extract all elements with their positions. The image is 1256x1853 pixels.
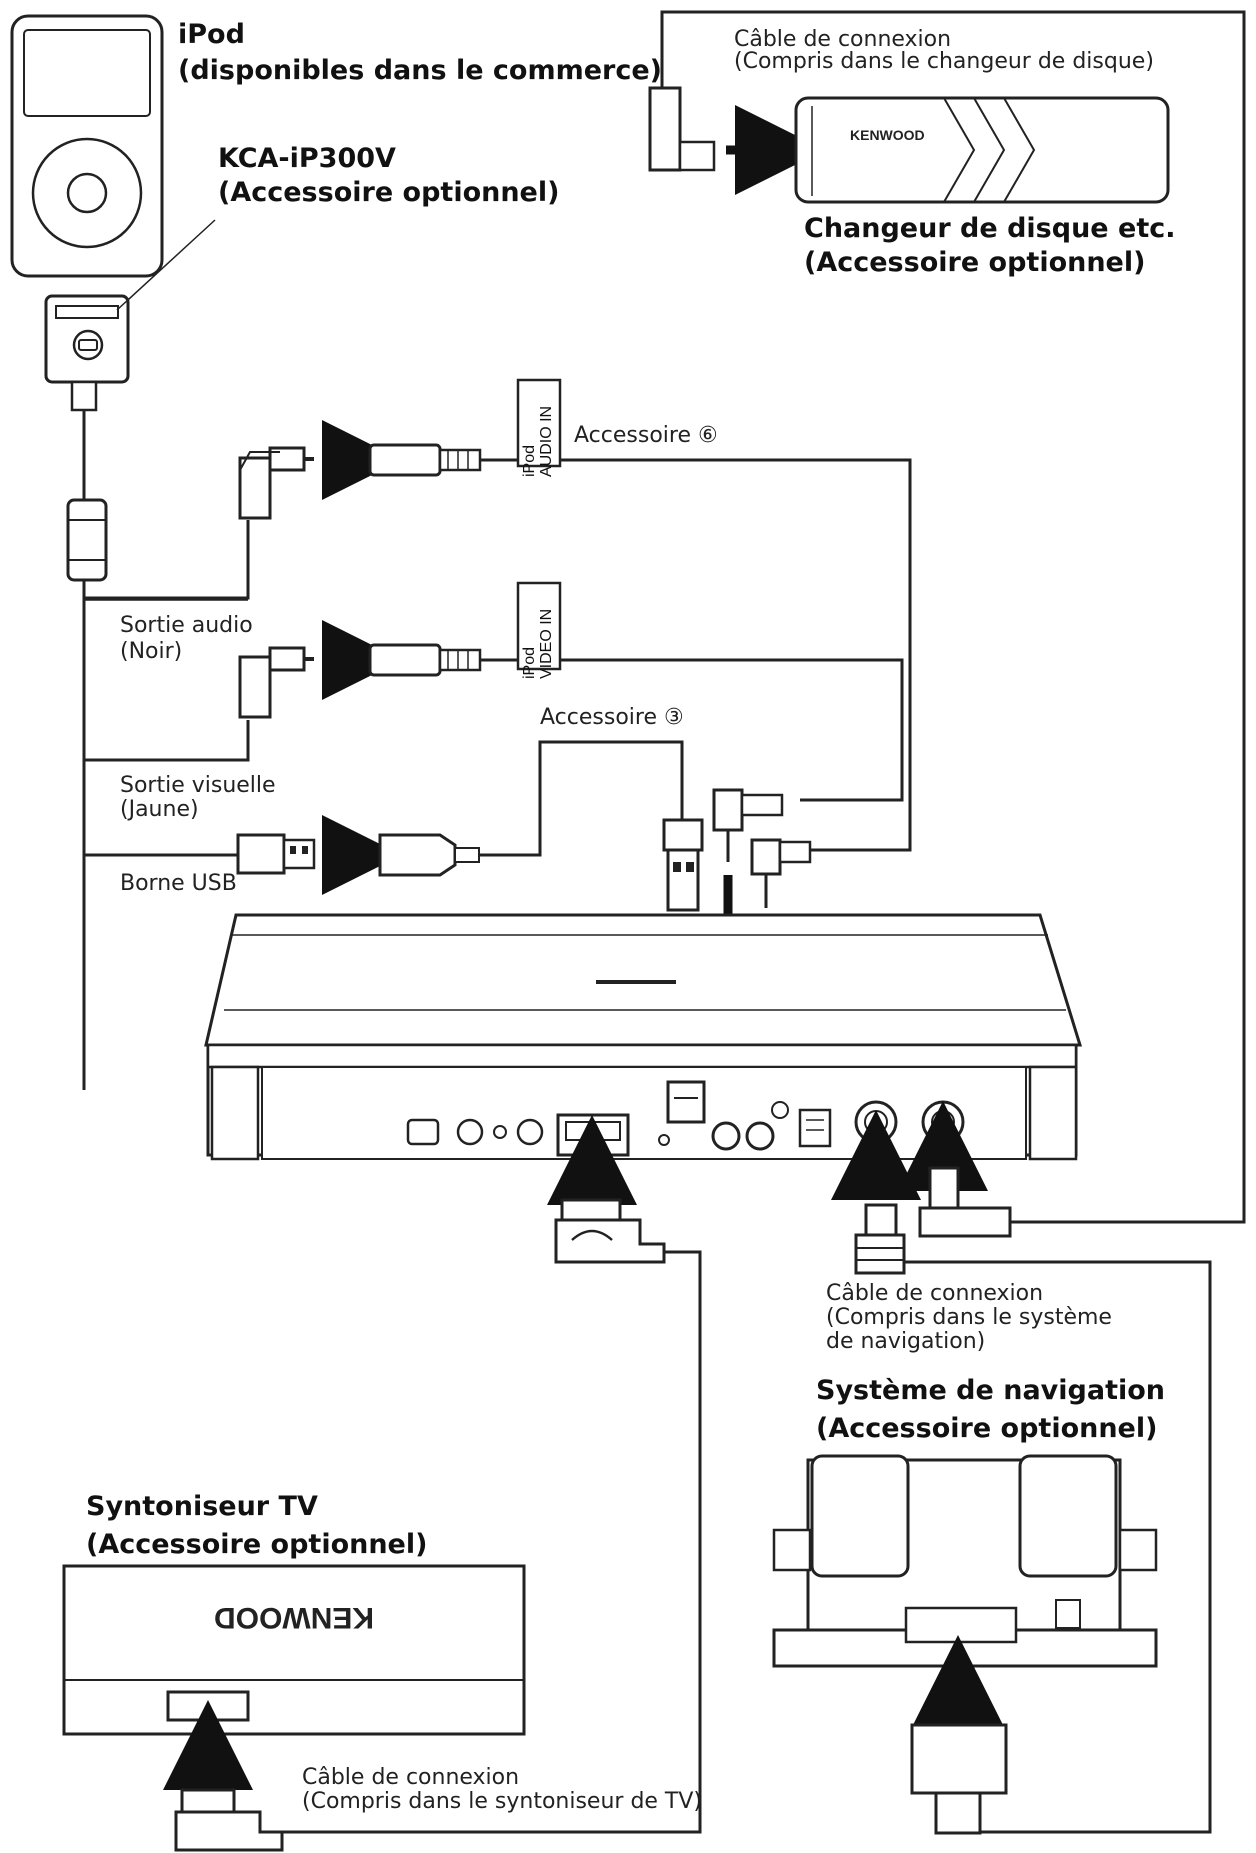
changer-cable-label: Câble de connexion: [734, 27, 952, 52]
accessory-6-label: Accessoire ⑥: [574, 423, 718, 448]
audio-in-socket: [368, 378, 912, 852]
usb-terminal-label: Borne USB: [120, 871, 237, 896]
nav-cable-connector-top: [854, 1203, 1212, 1834]
usb-extension: [378, 740, 704, 912]
nav-cable-label: Câble de connexion: [826, 1281, 1044, 1306]
changer-logo: KENWOOD: [850, 127, 925, 143]
video-in-socket: [368, 581, 904, 802]
nav-cable-note-2: de navigation): [826, 1329, 986, 1354]
disc-changer: KENWOOD: [794, 96, 1170, 204]
kca-ip300v-connector: [44, 219, 216, 412]
navigation-system: [772, 1454, 1158, 1835]
changer-cable-connector-top: [648, 86, 716, 172]
changer-cable-connector-bottom: [660, 10, 1246, 1238]
head-unit: [204, 913, 1083, 1161]
video-out-plug: [238, 646, 314, 719]
audio-out-plug: [238, 446, 314, 520]
ipod-title: iPod: [178, 19, 245, 50]
nav-subtitle: (Accessoire optionnel): [816, 1413, 1158, 1444]
audio-out-label: Sortie audio: [120, 613, 253, 638]
tv-cable-label: Câble de connexion: [302, 1765, 520, 1790]
ipod-subtitle: (disponibles dans le commerce): [178, 55, 663, 86]
changer-title: Changeur de disque etc.: [804, 213, 1176, 244]
tv-tuner-logo: KENWOOD: [214, 1601, 374, 1634]
video-out-label: Sortie visuelle: [120, 773, 276, 798]
kca-subtitle: (Accessoire optionnel): [218, 177, 560, 208]
accessory-3-label: Accessoire ③: [540, 705, 684, 730]
ipod-device: [10, 14, 164, 278]
nav-title: Système de navigation: [816, 1375, 1165, 1406]
usb-plug: [236, 833, 316, 875]
video-out-color: (Jaune): [120, 797, 199, 822]
nav-cable-note-1: (Compris dans le système: [826, 1305, 1112, 1330]
audio-out-color: (Noir): [120, 639, 183, 664]
changer-subtitle: (Accessoire optionnel): [804, 247, 1146, 278]
tv-tuner: KENWOOD: [62, 1564, 526, 1852]
tv-tuner-title: Syntoniseur TV: [86, 1491, 318, 1522]
kca-title: KCA-iP300V: [218, 143, 396, 174]
tv-cable-connector-top: [282, 1198, 702, 1834]
changer-cable-note: (Compris dans le changeur de disque): [734, 49, 1154, 74]
kca-ip300v-cable: [66, 410, 250, 1090]
unit-up-arrows: [547, 1101, 988, 1205]
tv-tuner-subtitle: (Accessoire optionnel): [86, 1529, 428, 1560]
tv-cable-note: (Compris dans le syntoniseur de TV): [302, 1789, 703, 1814]
av-plugs: [712, 788, 812, 908]
